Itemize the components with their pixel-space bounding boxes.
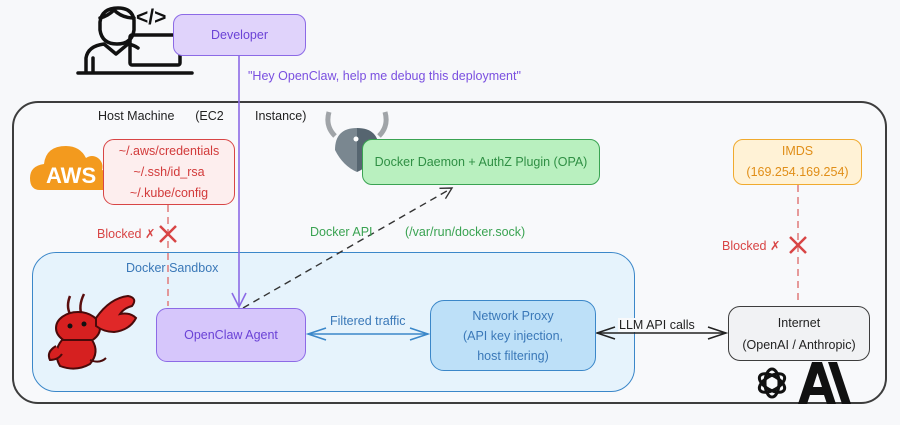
developer-prompt-label: "Hey OpenClaw, help me debug this deploy…: [248, 69, 521, 83]
developer-box: Developer: [173, 14, 306, 56]
credential-path: ~/.aws/credentials: [118, 143, 220, 158]
anthropic-logo-icon: [798, 362, 851, 404]
docker-sandbox-label: Docker Sandbox: [126, 261, 219, 275]
credential-path: ~/.ssh/id_rsa: [133, 164, 205, 179]
imds-blocked-label: Blocked ✗: [722, 239, 781, 253]
internet-subtitle: (OpenAI / Anthropic): [742, 337, 856, 352]
aws-logo-icon: AWS: [30, 146, 112, 190]
code-brackets-icon: </>: [136, 6, 166, 29]
imds-address: (169.254.169.254): [746, 165, 849, 179]
svg-text:AWS: AWS: [46, 163, 96, 188]
network-proxy-detail: (API key injection,: [462, 328, 564, 343]
imds-blocked-x-icon: [789, 236, 807, 254]
docker-api-dashed-arrow: [242, 187, 454, 309]
internet-box: Internet (OpenAI / Anthropic): [728, 306, 870, 361]
docker-daemon-label: Docker Daemon + AuthZ Plugin (OPA): [374, 154, 588, 169]
imds-box: IMDS (169.254.169.254): [733, 139, 862, 185]
docker-api-label: Docker API: [310, 225, 373, 239]
network-proxy-detail: host filtering): [477, 348, 549, 363]
credentials-blocked-x-icon: [159, 225, 177, 243]
openai-logo-icon: [757, 367, 787, 399]
credentials-blocked-label: Blocked ✗: [97, 227, 156, 241]
network-proxy-box: Network Proxy (API key injection, host f…: [430, 300, 596, 371]
filtered-traffic-label: Filtered traffic: [329, 314, 407, 328]
docker-daemon-box: Docker Daemon + AuthZ Plugin (OPA): [362, 139, 600, 185]
network-proxy-title: Network Proxy: [472, 308, 554, 323]
llm-api-calls-label: LLM API calls: [618, 318, 696, 332]
docker-socket-label: (/var/run/docker.sock): [405, 225, 526, 239]
developer-label: Developer: [211, 27, 268, 42]
lobster-mascot-icon: [47, 293, 138, 370]
openclaw-agent-label: OpenClaw Agent: [184, 327, 278, 342]
host-machine-label: Host Machine (EC2 Instance): [98, 109, 307, 123]
imds-title: IMDS: [781, 144, 814, 158]
credential-path: ~/.kube/config: [129, 185, 209, 200]
internet-title: Internet: [777, 315, 821, 330]
host-credentials-box: ~/.aws/credentials ~/.ssh/id_rsa ~/.kube…: [103, 139, 235, 205]
openclaw-agent-box: OpenClaw Agent: [156, 308, 306, 362]
developer-laptop-icon: [76, 6, 194, 75]
